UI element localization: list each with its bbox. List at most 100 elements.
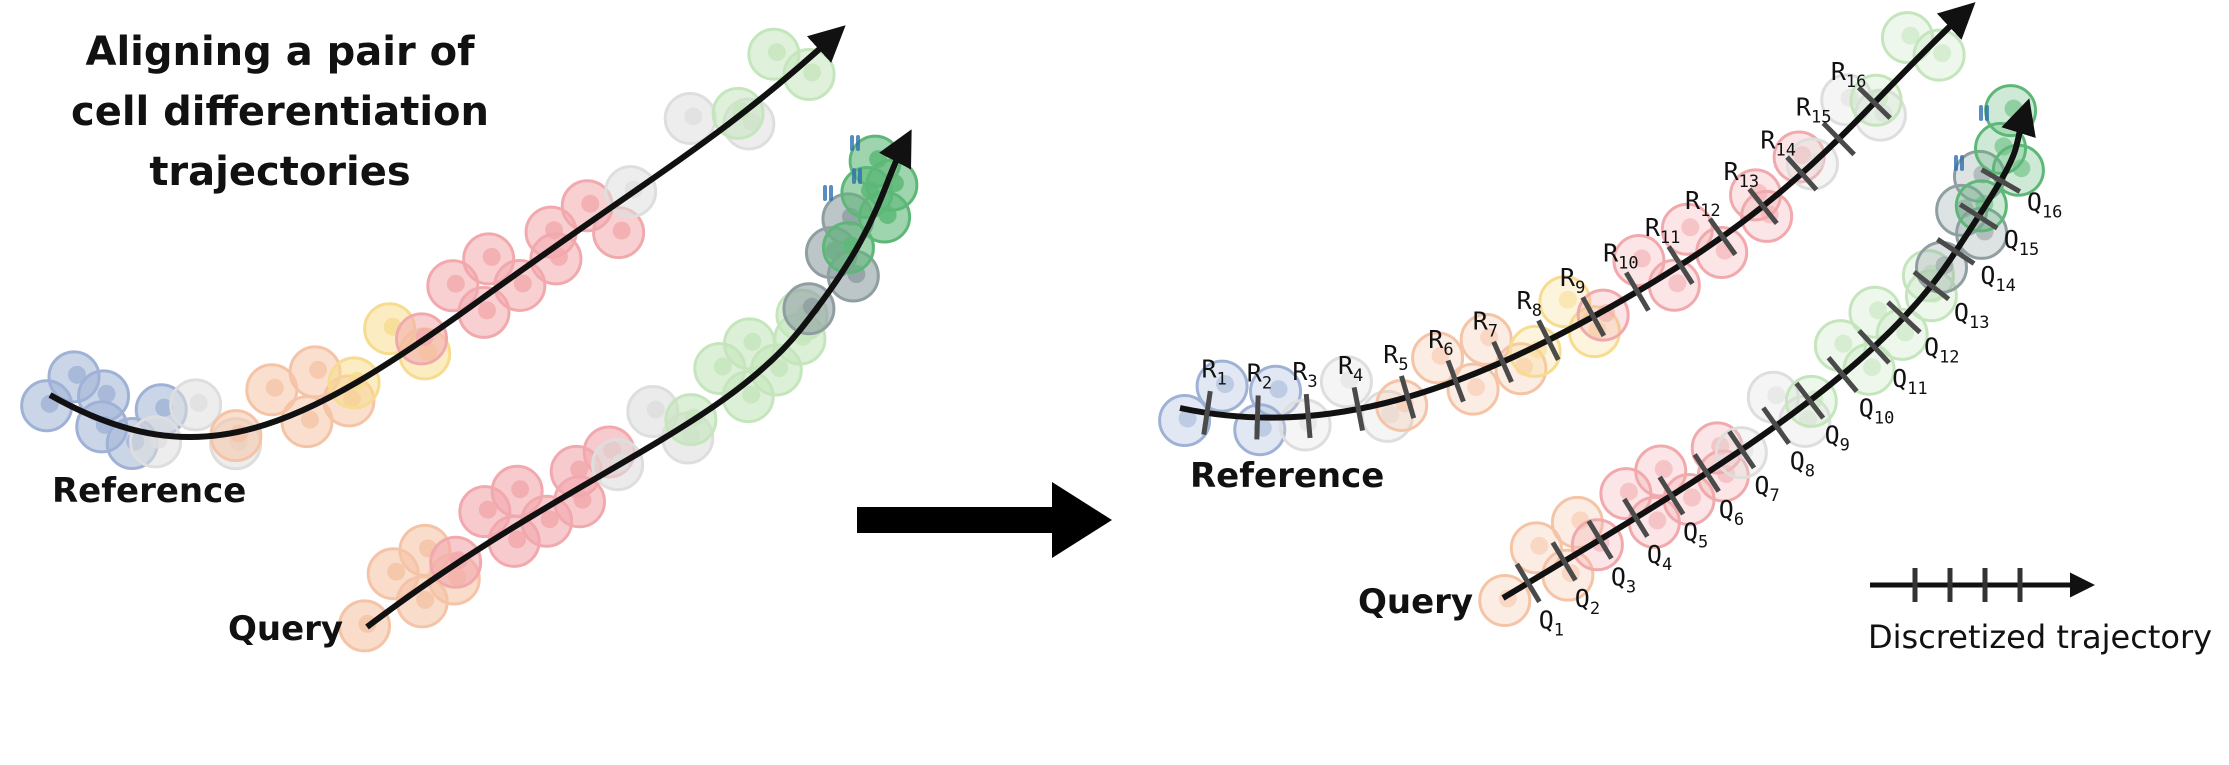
cell-nucleus-icon bbox=[482, 247, 501, 266]
title-line-1: Aligning a pair of bbox=[85, 29, 475, 75]
cell-nucleus-icon bbox=[1178, 409, 1197, 428]
receptor-marker-icon bbox=[858, 168, 862, 184]
legend-label: Discretized trajectory bbox=[1868, 618, 2212, 656]
discretization-tick bbox=[1886, 300, 1922, 335]
cell-nucleus-icon bbox=[68, 365, 87, 384]
cell-nucleus-icon bbox=[97, 384, 116, 403]
right-query-label: Query bbox=[1358, 582, 1473, 622]
cell-nucleus-icon bbox=[803, 63, 822, 82]
discretization-tick bbox=[1622, 497, 1650, 538]
cell-nucleus-icon bbox=[1431, 346, 1450, 365]
discretization-tick bbox=[1624, 271, 1651, 312]
cell-nucleus-icon bbox=[770, 359, 789, 378]
cell-nucleus-icon bbox=[1683, 488, 1702, 507]
diagram-title: Aligning a pair of cell differentiation … bbox=[40, 22, 520, 202]
tick-label: Q8 bbox=[1790, 446, 1815, 481]
tick-label: R13 bbox=[1724, 157, 1760, 192]
tick-label: R11 bbox=[1645, 213, 1681, 248]
receptor-marker-icon bbox=[856, 135, 860, 151]
discretization-tick bbox=[1514, 562, 1542, 604]
tick-label: Q6 bbox=[1719, 495, 1744, 530]
tick-label: Q14 bbox=[1980, 261, 2016, 296]
tick-label: Q15 bbox=[2004, 225, 2040, 260]
discretization-tick bbox=[1666, 245, 1695, 285]
cell-nucleus-icon bbox=[684, 107, 703, 126]
cell-nucleus-icon bbox=[767, 43, 786, 62]
discretization-tick bbox=[1491, 340, 1514, 384]
cell-nucleus-icon bbox=[1793, 146, 1812, 165]
discretization-tick bbox=[1821, 121, 1856, 157]
discretization-tick bbox=[1707, 217, 1738, 257]
cell-nucleus-icon bbox=[300, 410, 319, 429]
legend-discretized-trajectory: Discretized trajectory bbox=[1868, 568, 2212, 656]
discretization-tick bbox=[1980, 167, 2022, 194]
cell-nucleus-icon bbox=[573, 490, 592, 509]
cell-nucleus-icon bbox=[1340, 370, 1359, 389]
discretization-tick bbox=[1657, 475, 1686, 516]
tick-label: Q11 bbox=[1892, 364, 1928, 399]
discretization-tick bbox=[1536, 319, 1561, 361]
discretization-tick bbox=[1856, 85, 1892, 120]
cell-nucleus-icon bbox=[2012, 159, 2031, 178]
receptor-marker-icon bbox=[1979, 105, 1983, 121]
transition-arrow bbox=[857, 482, 1112, 558]
tick-label: Q5 bbox=[1683, 518, 1708, 553]
tick-label: R5 bbox=[1383, 340, 1408, 375]
tick-label: R9 bbox=[1560, 263, 1585, 298]
tick-label: R2 bbox=[1247, 358, 1272, 393]
tick-label: R7 bbox=[1473, 307, 1498, 342]
cell-nucleus-icon bbox=[155, 398, 174, 417]
left-reference-cells bbox=[20, 27, 836, 471]
cell-nucleus-icon bbox=[1901, 26, 1920, 45]
cell-nucleus-icon bbox=[646, 400, 665, 419]
cell-nucleus-icon bbox=[1632, 249, 1651, 268]
query-discretization-ticks bbox=[1514, 167, 2022, 604]
cell-nucleus-icon bbox=[742, 385, 761, 404]
left-reference-label: Reference bbox=[52, 471, 246, 511]
cell-nucleus-icon bbox=[540, 510, 559, 529]
right-reference-label: Reference bbox=[1190, 456, 1384, 496]
receptor-marker-icon bbox=[850, 135, 854, 151]
title-line-3: trajectories bbox=[149, 149, 411, 195]
left-query-trajectory-arrow bbox=[365, 129, 912, 630]
tick-label: Q13 bbox=[1954, 298, 1990, 333]
cell-nucleus-icon bbox=[477, 301, 496, 320]
cell-nucleus-icon bbox=[508, 530, 527, 549]
discretization-tick bbox=[1303, 393, 1313, 439]
discretization-tick bbox=[1958, 202, 1999, 231]
cell-nucleus-icon bbox=[511, 480, 530, 499]
cell-nucleus-icon bbox=[1834, 334, 1853, 353]
discretization-tick bbox=[1580, 296, 1607, 338]
tick-label: R6 bbox=[1428, 325, 1453, 360]
tick-label: R3 bbox=[1292, 357, 1317, 392]
discretization-tick bbox=[1794, 381, 1826, 420]
tick-label: Q2 bbox=[1575, 584, 1600, 619]
cell-nucleus-icon bbox=[446, 274, 465, 293]
cell-nucleus-icon bbox=[1381, 405, 1400, 424]
cell-nucleus-icon bbox=[1767, 386, 1786, 405]
title-line-2: cell differentiation bbox=[70, 89, 489, 135]
cell-nucleus-icon bbox=[513, 274, 532, 293]
cell-nucleus-icon bbox=[1994, 137, 2013, 156]
discretization-tick bbox=[1254, 395, 1261, 440]
right-query-trajectory-arrow bbox=[1501, 98, 2036, 601]
tick-label: R14 bbox=[1760, 126, 1796, 161]
cell-nucleus-icon bbox=[1648, 511, 1667, 530]
cell-nucleus-icon bbox=[2004, 99, 2023, 118]
discretization-tick bbox=[1586, 519, 1614, 560]
cell-nucleus-icon bbox=[189, 393, 208, 412]
discretization-tick bbox=[1761, 406, 1791, 446]
cell-nucleus-icon bbox=[1654, 460, 1673, 479]
cell-nucleus-icon bbox=[309, 360, 328, 379]
tick-label: R1 bbox=[1202, 354, 1227, 389]
cell-nucleus-icon bbox=[265, 378, 284, 397]
receptor-marker-icon bbox=[1985, 105, 1989, 121]
discretization-tick bbox=[1912, 270, 1951, 302]
cell-nucleus-icon bbox=[1863, 358, 1882, 377]
receptor-marker-icon bbox=[823, 185, 827, 201]
cell-nucleus-icon bbox=[1868, 301, 1887, 320]
tick-label: R4 bbox=[1338, 351, 1363, 386]
discretization-tick bbox=[1399, 375, 1417, 419]
